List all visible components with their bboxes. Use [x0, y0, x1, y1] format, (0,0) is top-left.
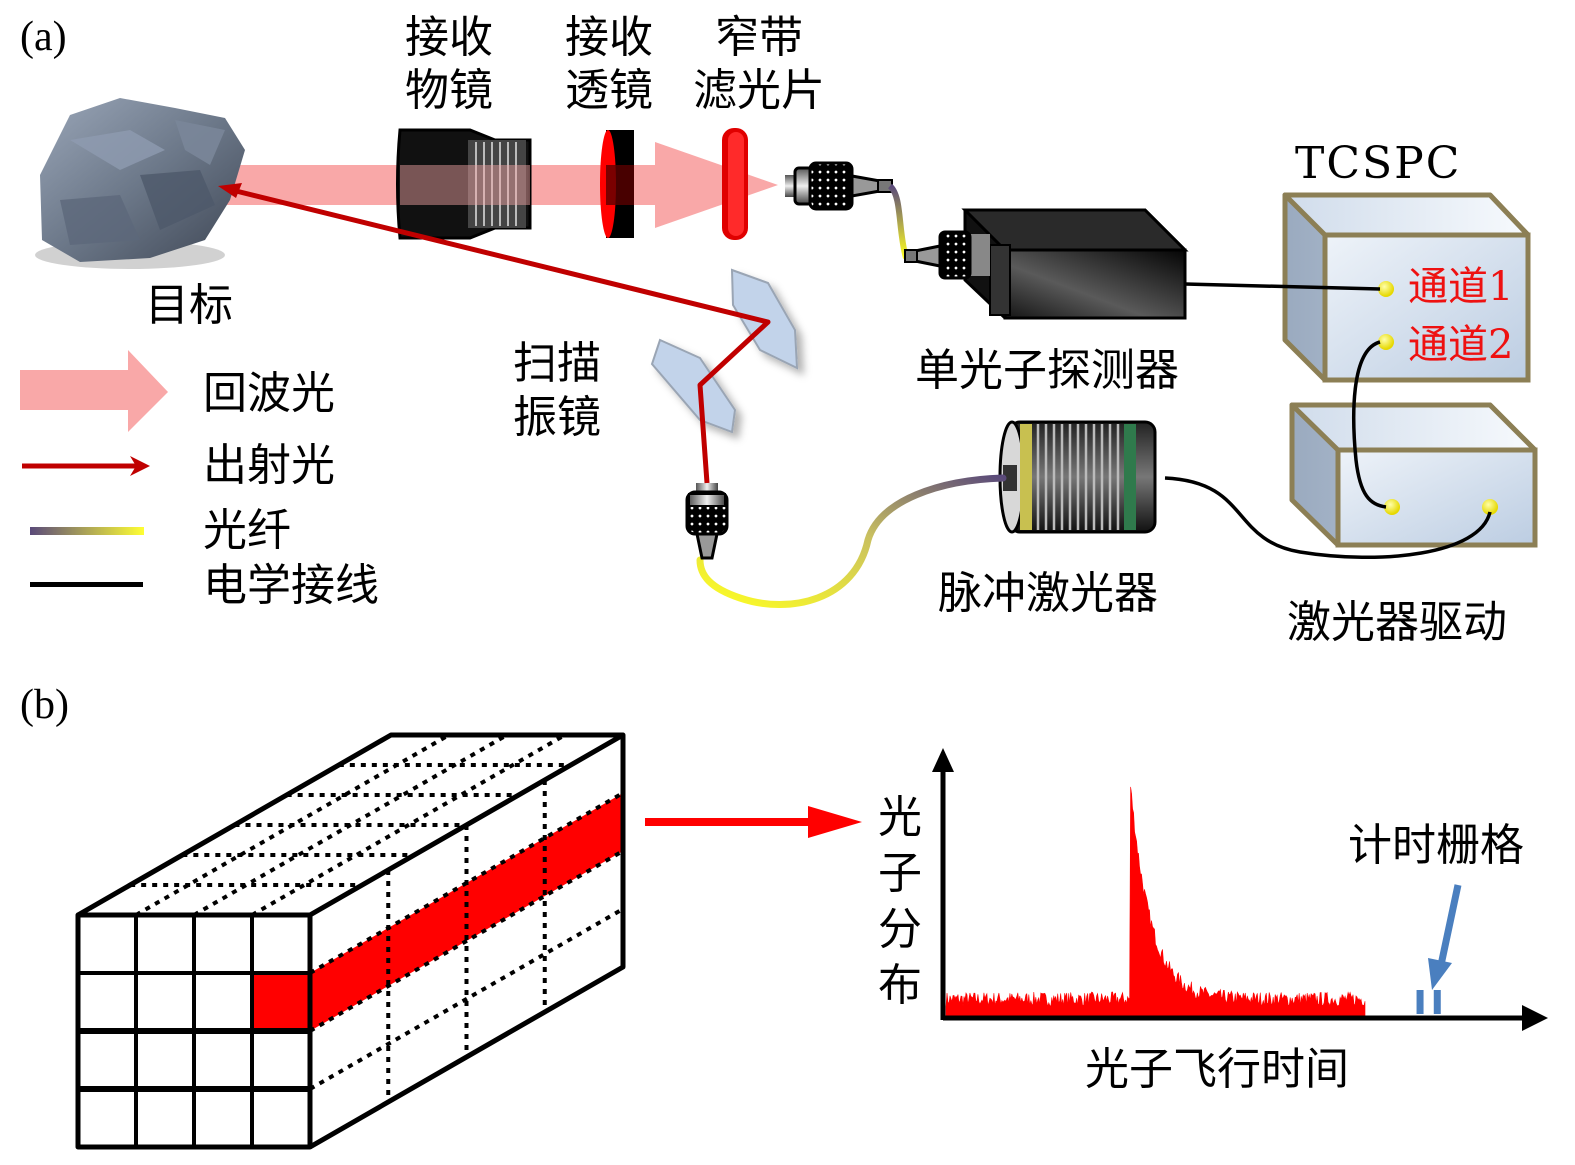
legend-label-electrical-wire: 电学接线	[203, 560, 379, 611]
receive-fiber-connector	[785, 161, 893, 211]
receive-lens	[600, 130, 634, 238]
legend-item-echo-light: 回波光	[20, 350, 335, 432]
emitted-light-path	[218, 183, 771, 484]
y-axis-label-char-1: 光	[878, 792, 922, 843]
panel-a-label: (a)	[20, 14, 67, 60]
objective-label-line2: 物镜	[405, 65, 493, 116]
panel-b-label: (b)	[20, 682, 69, 728]
photon-histogram-chart: 光 子 分 布 光子飞行时间 计时栅格	[878, 748, 1548, 1095]
channel1-port	[1378, 281, 1394, 297]
channel1-label: 通道1	[1408, 264, 1513, 310]
wide-pink-arrow-icon	[20, 350, 168, 432]
channel2-port	[1378, 334, 1394, 350]
laser-fiber	[696, 474, 1007, 608]
tcspc-label: TCSPC	[1295, 138, 1461, 189]
receive-lens-label-line1: 接收	[565, 12, 653, 63]
receive-lens-label-line2: 透镜	[565, 65, 653, 116]
data-cube	[75, 732, 626, 1150]
gradient-line-icon	[30, 527, 144, 535]
side-dotted-horizontal	[309, 907, 624, 1091]
timing-bin-annotation: 计时栅格	[1348, 820, 1524, 871]
y-axis-label-char-4: 布	[878, 960, 922, 1011]
y-axis-label-char-3: 分	[878, 904, 922, 955]
scanning-galvo-mirrors	[650, 268, 799, 434]
legend-item-electrical-wire: 电学接线	[30, 560, 379, 611]
top-dotted-depth	[193, 733, 508, 917]
galvo-mirror-2	[650, 338, 737, 434]
tcspc-box	[1282, 192, 1531, 383]
cube-to-histogram-arrow	[645, 806, 862, 838]
histogram-area	[945, 786, 1366, 1017]
y-axis-label-char-2: 子	[878, 848, 922, 899]
laser-driver-box	[1289, 402, 1538, 548]
receive-objective	[396, 128, 532, 240]
side-dotted-horizontal	[309, 849, 624, 1033]
scanner-label-line1: 扫描	[513, 338, 601, 389]
black-line-icon	[30, 582, 143, 587]
filter-label-line2: 滤光片	[693, 65, 825, 116]
filter-label-line1: 窄带	[715, 12, 803, 63]
wire-laser-to-driver	[1164, 476, 1492, 560]
channel2-label: 通道2	[1408, 322, 1513, 368]
top-dotted-depth	[251, 733, 566, 917]
cube-front-outline	[75, 912, 313, 1150]
laser-label: 脉冲激光器	[938, 568, 1158, 619]
driver-port-2	[1482, 499, 1498, 515]
legend-label-echo-light: 回波光	[203, 368, 335, 419]
narrowband-filter	[722, 128, 748, 240]
legend: 回波光 出射光 光纤 电学接线	[20, 350, 379, 611]
echo-beam-taper	[655, 142, 778, 228]
legend-item-fiber: 光纤	[30, 505, 291, 556]
annotation-arrow	[1428, 884, 1462, 990]
legend-item-emitted-light: 出射光	[22, 440, 335, 491]
highlight-pixel	[252, 973, 310, 1031]
x-axis-label: 光子飞行时间	[1085, 1044, 1349, 1095]
objective-label-line1: 接收	[405, 12, 493, 63]
legend-label-emitted-light: 出射光	[203, 440, 335, 491]
target-rock-icon	[35, 98, 245, 269]
cube-top-outline	[76, 732, 626, 918]
emitter-fiber-connector	[685, 483, 729, 560]
single-photon-detector	[904, 208, 1189, 320]
driver-port-1	[1384, 499, 1400, 515]
cube-side-outline	[308, 735, 626, 1150]
legend-label-fiber: 光纤	[203, 505, 291, 556]
detector-label: 单光子探测器	[915, 345, 1179, 396]
target-label: 目标	[145, 280, 233, 331]
timing-bin-mark	[1433, 990, 1441, 1014]
wire-channel2-to-driver	[1352, 340, 1387, 509]
laser-driver-label: 激光器驱动	[1287, 597, 1507, 648]
electrical-wires	[1164, 282, 1492, 560]
side-dotted-horizontal	[309, 791, 624, 975]
histogram-series	[945, 786, 1366, 1017]
detector-fiber	[887, 183, 909, 259]
pulsed-laser	[998, 420, 1157, 534]
wire-detector-to-channel1	[1184, 282, 1381, 291]
timing-bins	[1416, 990, 1441, 1014]
x-axis-arrowhead	[1522, 1005, 1548, 1031]
timing-bin-mark	[1416, 990, 1424, 1014]
scanner-label-line2: 振镜	[513, 392, 601, 443]
y-axis-arrowhead	[932, 748, 954, 772]
